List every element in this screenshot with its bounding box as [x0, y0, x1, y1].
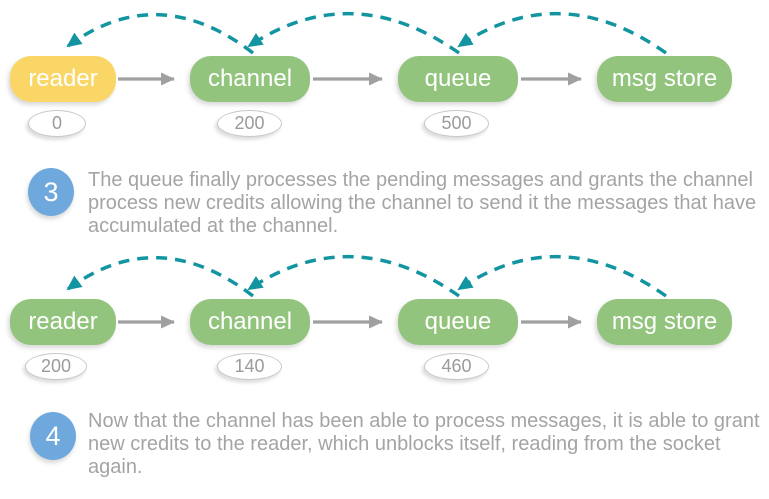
step-number-badge: 3	[28, 168, 74, 216]
credit-arrow-channel-to-reader	[66, 12, 255, 55]
credit-arrow-msgstore-to-queue	[457, 12, 668, 55]
step-number-badge: 4	[30, 412, 76, 460]
diagram-state-4: reader channel queue msg store 200 140 4…	[0, 243, 769, 393]
credit-badge-queue: 460	[424, 353, 489, 380]
diagram-state-3: reader channel queue msg store 0 200 500	[0, 0, 769, 150]
credit-arrow-queue-to-channel	[247, 255, 461, 298]
node-queue: queue	[398, 299, 518, 345]
credit-badge-reader: 0	[28, 110, 86, 137]
node-queue: queue	[398, 56, 518, 102]
credit-badge-channel: 200	[217, 110, 282, 137]
node-channel: channel	[190, 56, 310, 102]
credit-arrow-queue-to-channel	[247, 12, 461, 55]
step-description: Now that the channel has been able to pr…	[88, 410, 760, 478]
credit-badge-reader: 200	[25, 353, 87, 380]
credit-arrow-channel-to-reader	[66, 255, 255, 298]
node-msg-store: msg store	[597, 56, 732, 102]
diagram-2-connectors-layer	[66, 255, 668, 329]
credit-badge-channel: 140	[217, 353, 282, 380]
node-reader: reader	[10, 56, 116, 102]
node-reader: reader	[10, 299, 116, 345]
node-msg-store: msg store	[597, 299, 732, 345]
diagram-1-connectors-layer	[66, 12, 668, 86]
credit-badge-queue: 500	[424, 110, 489, 137]
step-description: The queue finally processes the pending …	[88, 169, 757, 237]
node-channel: channel	[190, 299, 310, 345]
credit-arrow-msgstore-to-queue	[457, 255, 668, 298]
